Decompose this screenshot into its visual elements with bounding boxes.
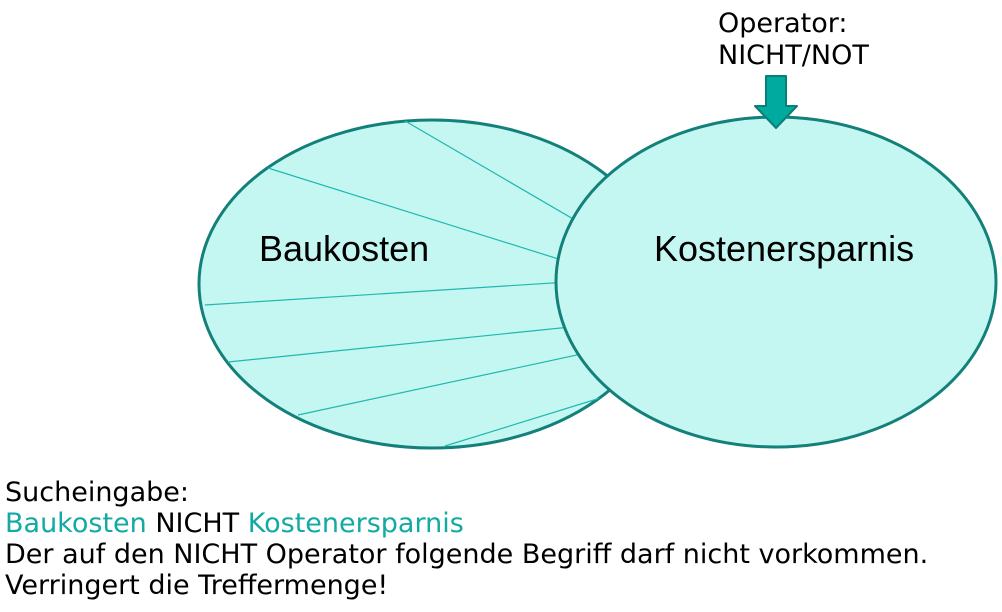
caption-heading: Sucheingabe:	[5, 477, 189, 508]
set-kostenersparnis-ellipse	[554, 115, 998, 449]
caption-query: Baukosten NICHT Kostenersparnis	[5, 508, 928, 539]
caption: Sucheingabe: Baukosten NICHT Kostenerspa…	[5, 477, 928, 601]
hatch-line	[227, 323, 601, 363]
set-label-kostenersparnis: Kostenersparnis	[654, 228, 915, 269]
query-term-2: Kostenersparnis	[247, 508, 464, 539]
operator-label-line1: Operator:	[718, 8, 848, 39]
caption-explanation: Der auf den NICHT Operator folgende Begr…	[5, 539, 929, 570]
caption-result: Verringert die Treffermenge!	[5, 570, 389, 601]
hatch-line	[267, 167, 601, 273]
down-arrow-icon	[754, 75, 798, 129]
hatch-line	[204, 279, 601, 306]
operator-label: Operator: NICHT/NOT	[718, 8, 869, 72]
query-operator: NICHT	[155, 508, 240, 539]
operator-label-line2: NICHT/NOT	[718, 40, 869, 71]
hatch-line	[297, 349, 601, 416]
hatch-line	[444, 394, 611, 447]
set-label-baukosten: Baukosten	[259, 228, 430, 269]
query-term-1: Baukosten	[5, 508, 147, 539]
